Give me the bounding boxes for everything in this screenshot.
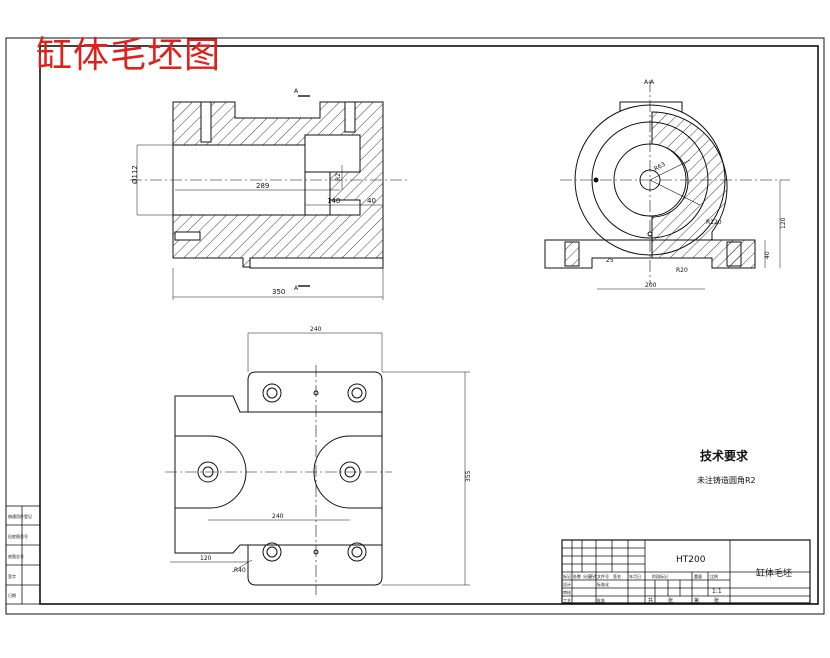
dim-slot: 25 [606,257,614,264]
section-mark-top: A [294,88,299,95]
front-section-view [130,95,410,300]
dim-width: 200 [645,282,657,289]
dim-left: 120 [200,555,212,562]
dim-bore-len: 289 [256,182,269,190]
dim-hole-span: 240 [272,513,284,520]
tb-row-label-2: 分区 [583,573,591,579]
dim-step-len: 140 [327,197,340,205]
tb-row-label-5: 年月日 [629,573,641,579]
dim-fillet: R20 [676,267,688,274]
title-block [561,539,811,604]
tech-note: 未注铸造圆角R2 [697,475,756,485]
side-base-hole-right [726,241,742,267]
dim-bore-dia: Ø112 [131,165,139,184]
strip-label-1: 旧底图总号 [8,533,28,539]
side-top-boss [619,101,683,112]
bore-step-2 [304,171,331,216]
tb-sub-label-1: 标准化 [597,581,609,587]
tb-row-label-1: 处数 [573,573,581,579]
top-outline [174,371,383,586]
tb-sub-label-4: 批准 [597,597,605,603]
bore-step [304,134,361,173]
left-strip [5,505,41,605]
strip-label-0: 借通用件登记 [8,513,32,519]
bottom-rail [249,257,384,269]
top-holes [197,383,367,562]
top-view [165,332,470,595]
inner-border [39,45,819,605]
dim-top-height: 355 [465,470,472,482]
tb-part-name: 缸体毛坯 [756,567,792,579]
tb-row-label-0: 标记 [563,573,571,579]
tb-stage-label-2: 比例 [710,573,718,579]
side-view [544,80,790,290]
tb-footer-2: 第 [694,597,699,604]
dim-radius-outer: R120 [706,219,722,226]
tb-row-label-4: 签名 [613,573,621,579]
outer-border [5,37,825,615]
dim-small: R2 [335,173,342,181]
section-mark-bottom: A [294,285,299,292]
tb-footer-1: 张 [668,597,673,604]
section-mark-side: A-A [644,79,655,86]
tb-scale: 1:1 [712,588,722,595]
dim-base-h: 40 [764,251,771,259]
thread-hole-right [344,101,356,133]
side-base-hole-left [564,241,580,267]
dim-length: 350 [272,288,285,296]
drawing-title: 缸体毛坯图 [36,35,222,76]
tb-material: HT200 [676,555,706,565]
tb-stage-label-0: 阶段标记 [652,573,668,579]
tb-stage-label-1: 重量 [694,573,702,579]
dim-corner: R40 [234,567,246,574]
dim-top-width: 240 [310,326,322,333]
dim-end: 40 [367,197,376,205]
thread-hole-bottom [174,231,201,241]
tb-footer-3: 张 [714,597,719,604]
strip-label-2: 底图总号 [8,553,24,559]
tb-footer-0: 共 [648,597,653,604]
tb-sub-label-0: 设计 [563,581,571,587]
tb-sub-label-3: 工艺 [563,598,571,603]
thread-hole-left [200,101,212,143]
tb-row-label-3: 更改文件号 [589,573,609,579]
strip-label-3: 签字 [8,573,16,579]
dim-height: 120 [780,217,787,229]
strip-label-4: 日期 [8,592,16,598]
tb-sub-label-2: 审核 [563,589,571,595]
tech-heading: 技术要求 [700,448,749,463]
